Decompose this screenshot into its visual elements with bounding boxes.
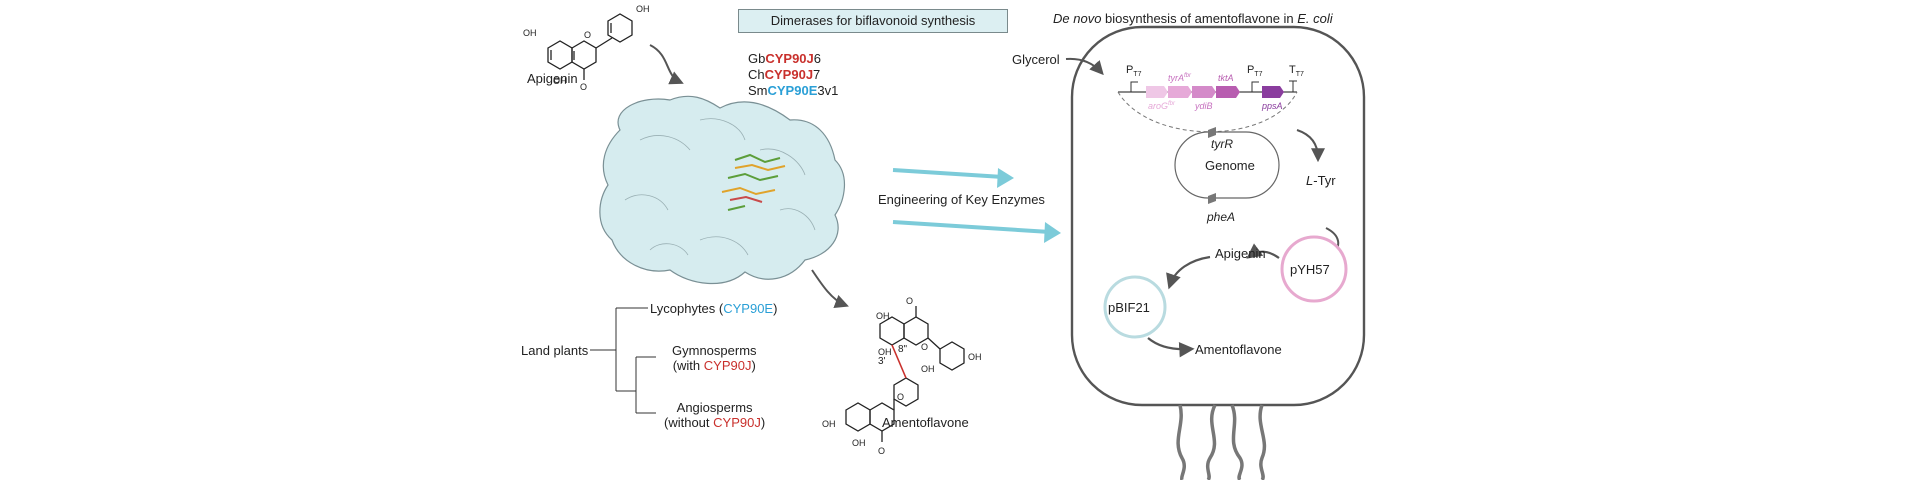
gene-cassette — [1146, 86, 1284, 98]
glycerol-label: Glycerol — [1012, 52, 1060, 67]
gene-label-aroG: aroGfbr — [1148, 101, 1176, 111]
promoter-marks — [1130, 80, 1297, 92]
gene-label-tyrA: tyrAfbr — [1168, 73, 1192, 83]
glycerol-arrow — [1065, 57, 1104, 76]
genome-label: Genome — [1205, 158, 1255, 173]
atom-oh: OH — [822, 419, 836, 429]
right-panel-title: De novo biosynthesis of amentoflavone in… — [1053, 11, 1333, 26]
amentoflavone-product-label: Amentoflavone — [882, 415, 969, 430]
apigenin-pathway-label: Apigenin — [1215, 246, 1266, 261]
apigenin-arrow — [1246, 243, 1280, 259]
amentoflavone-pathway-label: Amentoflavone — [1195, 342, 1282, 357]
promoter-label: PT7 — [1247, 64, 1263, 79]
promoter-label: PT7 — [1126, 64, 1142, 79]
l-tyr-label: L-Tyr — [1306, 173, 1336, 188]
enzyme-sm: SmCYP90E3v1 — [748, 83, 839, 98]
tyrR-label: tyrR — [1211, 137, 1233, 151]
protein-surface — [599, 95, 846, 284]
phylogeny-tree — [590, 307, 656, 414]
engineering-arrows — [892, 168, 1061, 243]
atom-o: O — [878, 446, 885, 456]
apigenin-label: Apigenin — [527, 71, 578, 86]
atom-o: O — [897, 392, 904, 402]
enzyme-gb: GbCYP90J6 — [748, 51, 821, 66]
pbif21-arrow — [1166, 255, 1211, 290]
atom-oh: OH — [852, 438, 866, 448]
atom-oh: OH — [876, 311, 890, 321]
enzyme-ch: ChCYP90J7 — [748, 67, 821, 82]
tree-root-label: Land plants — [521, 343, 589, 358]
atom-o: O — [906, 296, 913, 306]
pyh57-plasmid — [1280, 235, 1348, 303]
terminator-label: TT7 — [1289, 64, 1304, 79]
atom-oh: OH — [921, 364, 935, 374]
atom-oh: OH — [878, 347, 892, 357]
plasmid-arc — [1117, 91, 1298, 133]
atom-oh: OH — [523, 28, 537, 38]
angiosperms-label: Angiosperms (without CYP90J) — [664, 400, 766, 430]
pheA-label: pheA — [1207, 210, 1236, 224]
pbif21-label: pBIF21 — [1108, 300, 1150, 315]
pheA-knockout-mark — [1208, 193, 1216, 204]
lycophytes-label: Lycophytes (CYP90E) — [650, 301, 778, 316]
gene-label-ydiB: ydiB — [1195, 101, 1213, 111]
apigenin-structure — [547, 13, 633, 80]
protein-texture — [624, 118, 816, 256]
atom-o: O — [921, 342, 928, 352]
atom-o: O — [584, 30, 591, 40]
gene-label-ppsA: ppsA — [1262, 101, 1283, 111]
amentoflavone-structure — [845, 306, 965, 442]
pbif21-plasmid — [1103, 275, 1167, 339]
gene-label-tktA: tktA — [1218, 73, 1234, 83]
linkage-label-3prime: 3' — [878, 356, 886, 367]
pyh57-label: pYH57 — [1290, 262, 1330, 277]
atom-oh: OH — [553, 76, 567, 86]
genome-circle — [1174, 131, 1280, 199]
figure-title-box: Dimerases for biflavonoid synthesis — [738, 9, 1008, 33]
flagella — [1176, 404, 1267, 480]
bound-ligand — [721, 153, 786, 211]
atom-oh: OH — [636, 4, 650, 14]
linkage-label-8: 8" — [898, 344, 908, 355]
tyrR-knockout-mark — [1208, 127, 1216, 138]
enzyme-list: GbCYP90J6 ChCYP90J7 SmCYP90E3v1 — [748, 51, 838, 99]
amentoflavone-arrow — [1147, 337, 1195, 358]
gymnosperms-label: Gymnosperms (with CYP90J) — [672, 343, 757, 373]
atom-o: O — [580, 82, 587, 92]
product-arrow — [811, 269, 849, 309]
ltyr-arrow — [1296, 129, 1325, 163]
engineering-label: Engineering of Key Enzymes — [878, 192, 1045, 207]
substrate-arrow — [649, 44, 684, 85]
atom-oh: OH — [968, 352, 982, 362]
